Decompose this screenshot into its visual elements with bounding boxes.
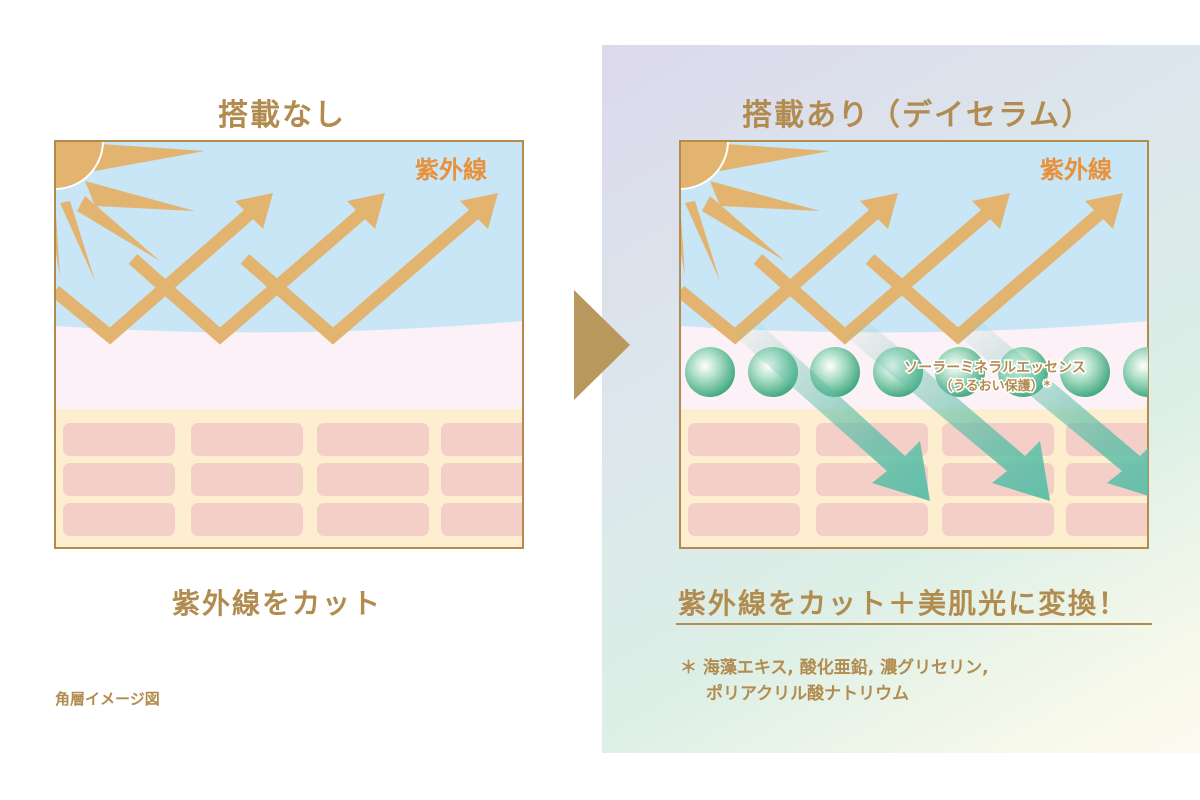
note-asterisk: ＊ <box>680 658 697 678</box>
arrow-right-icon <box>574 290 630 400</box>
caption-without: 紫外線をカット <box>172 587 383 620</box>
conversion-arrows <box>735 319 1148 501</box>
note-line-1: 海藻エキス, 酸化亜鉛, 濃グリセリン, <box>702 658 989 678</box>
title-without: 搭載なし <box>218 98 346 133</box>
note-line-2: ポリアクリル酸ナトリウム <box>706 684 910 704</box>
skin-diagram-with <box>632 93 1178 548</box>
uv-label-left: 紫外線 <box>415 156 487 184</box>
essence-label: ソーラーミネラルエッセンス <box>904 360 1086 376</box>
caption-with: 紫外線をカット＋美肌光に変換！ <box>678 587 1129 620</box>
ingredients-note: ＊ 海藻エキス, 酸化亜鉛, 濃グリセリン, ポリアクリル酸ナトリウム <box>680 655 989 707</box>
essence-sub-label: （うるおい保護）* <box>940 378 1051 394</box>
title-with: 搭載あり（デイセラム） <box>742 98 1094 133</box>
uv-label-right: 紫外線 <box>1040 156 1112 184</box>
footnote-image-label: 角層イメージ図 <box>55 690 160 708</box>
